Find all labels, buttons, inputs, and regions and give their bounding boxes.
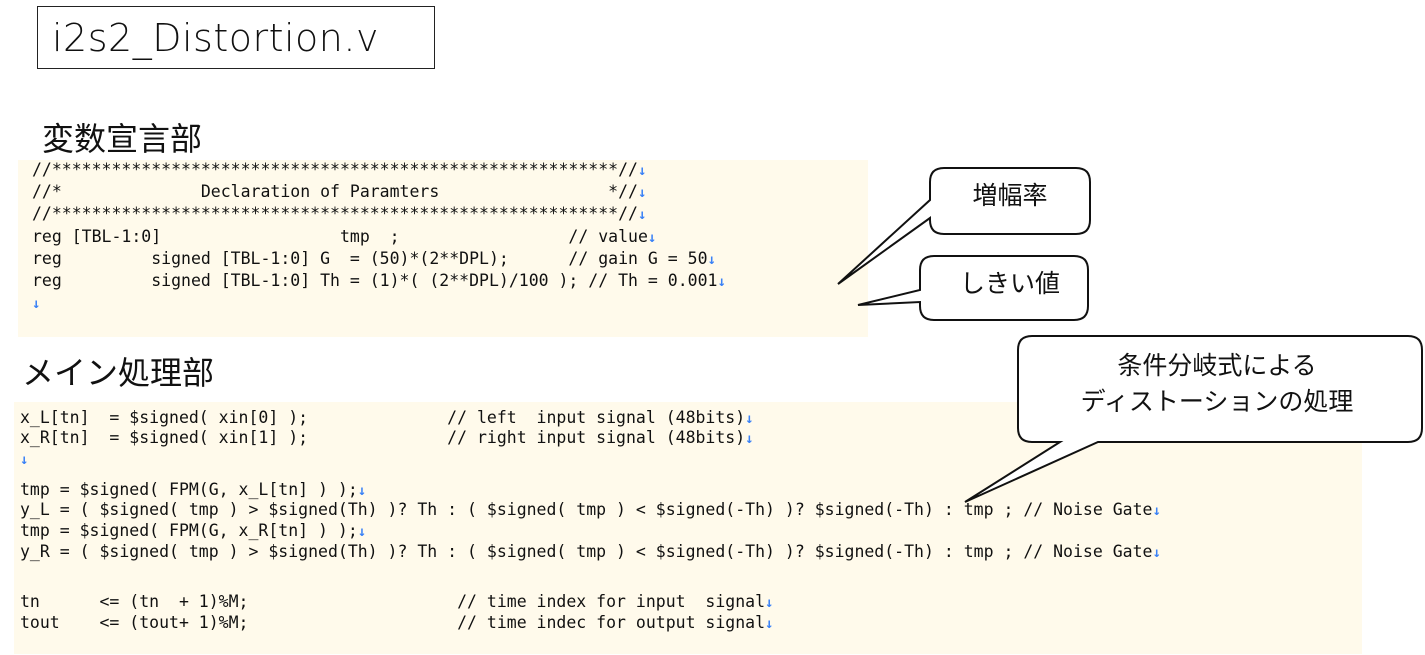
conditional-callout-label: 条件分岐式による ディストーションの処理 <box>1018 348 1416 420</box>
declaration-heading: 変数宣言部 <box>42 120 203 158</box>
newline-mark: ↓ <box>765 595 774 611</box>
conditional-callout-line2: ディストーションの処理 <box>1080 387 1354 416</box>
newline-mark: ↓ <box>765 616 774 632</box>
newline-mark: ↓ <box>637 185 647 201</box>
declaration-code-line: reg signed [TBL-1:0] Th = (1)*( (2**DPL)… <box>32 271 726 290</box>
newline-mark: ↓ <box>637 207 647 223</box>
newline-mark: ↓ <box>647 230 657 246</box>
file-title-box: i2s2_Distortion.v <box>37 6 435 69</box>
main-code-line: tn <= (tn + 1)%M; // time index for inpu… <box>20 592 774 611</box>
newline-mark: ↓ <box>1152 503 1161 519</box>
main-code-line: tmp = $signed( FPM(G, x_L[tn] ) );↓ <box>20 480 367 499</box>
declaration-code-line: //**************************************… <box>32 160 647 179</box>
conditional-callout-line1: 条件分岐式による <box>1117 351 1317 380</box>
gain-callout-label: 増幅率 <box>972 181 1048 210</box>
main-code-line: ↓ <box>20 449 28 470</box>
declaration-code-line: ↓ <box>32 293 40 314</box>
main-code-panel: x_L[tn] = $signed( xin[0] ); // left inp… <box>14 402 1362 654</box>
declaration-code-line: //* Declaration of Paramters *//↓ <box>32 182 647 201</box>
main-code-line: x_R[tn] = $signed( xin[1] ); // right in… <box>20 428 754 447</box>
declaration-code-panel: //**************************************… <box>18 160 868 337</box>
declaration-code-line: reg [TBL-1:0] tmp ; // value↓ <box>32 227 657 246</box>
newline-mark: ↓ <box>357 524 367 540</box>
newline-mark: ↓ <box>717 274 726 290</box>
main-code-line: y_L = ( $signed( tmp ) > $signed(Th) )? … <box>20 500 1161 519</box>
newline-mark: ↓ <box>1152 545 1161 561</box>
threshold-callout-label: しきい値 <box>959 269 1060 298</box>
newline-mark: ↓ <box>637 163 647 179</box>
main-code-line: tout <= (tout+ 1)%M; // time indec for o… <box>20 613 774 632</box>
newline-mark: ↓ <box>20 452 29 468</box>
file-title: i2s2_Distortion.v <box>52 15 379 60</box>
newline-mark: ↓ <box>745 431 754 447</box>
newline-mark: ↓ <box>32 296 41 312</box>
newline-mark: ↓ <box>357 483 367 499</box>
main-processing-heading: メイン処理部 <box>22 354 215 392</box>
main-code-line: y_R = ( $signed( tmp ) > $signed(Th) )? … <box>20 542 1161 561</box>
main-code-line: tmp = $signed( FPM(G, x_R[tn] ) );↓ <box>20 521 367 540</box>
declaration-code-line: reg signed [TBL-1:0] G = (50)*(2**DPL); … <box>32 249 716 268</box>
declaration-code-line: //**************************************… <box>32 204 647 223</box>
newline-mark: ↓ <box>745 411 754 427</box>
newline-mark: ↓ <box>707 252 716 268</box>
main-code-line: x_L[tn] = $signed( xin[0] ); // left inp… <box>20 408 754 427</box>
